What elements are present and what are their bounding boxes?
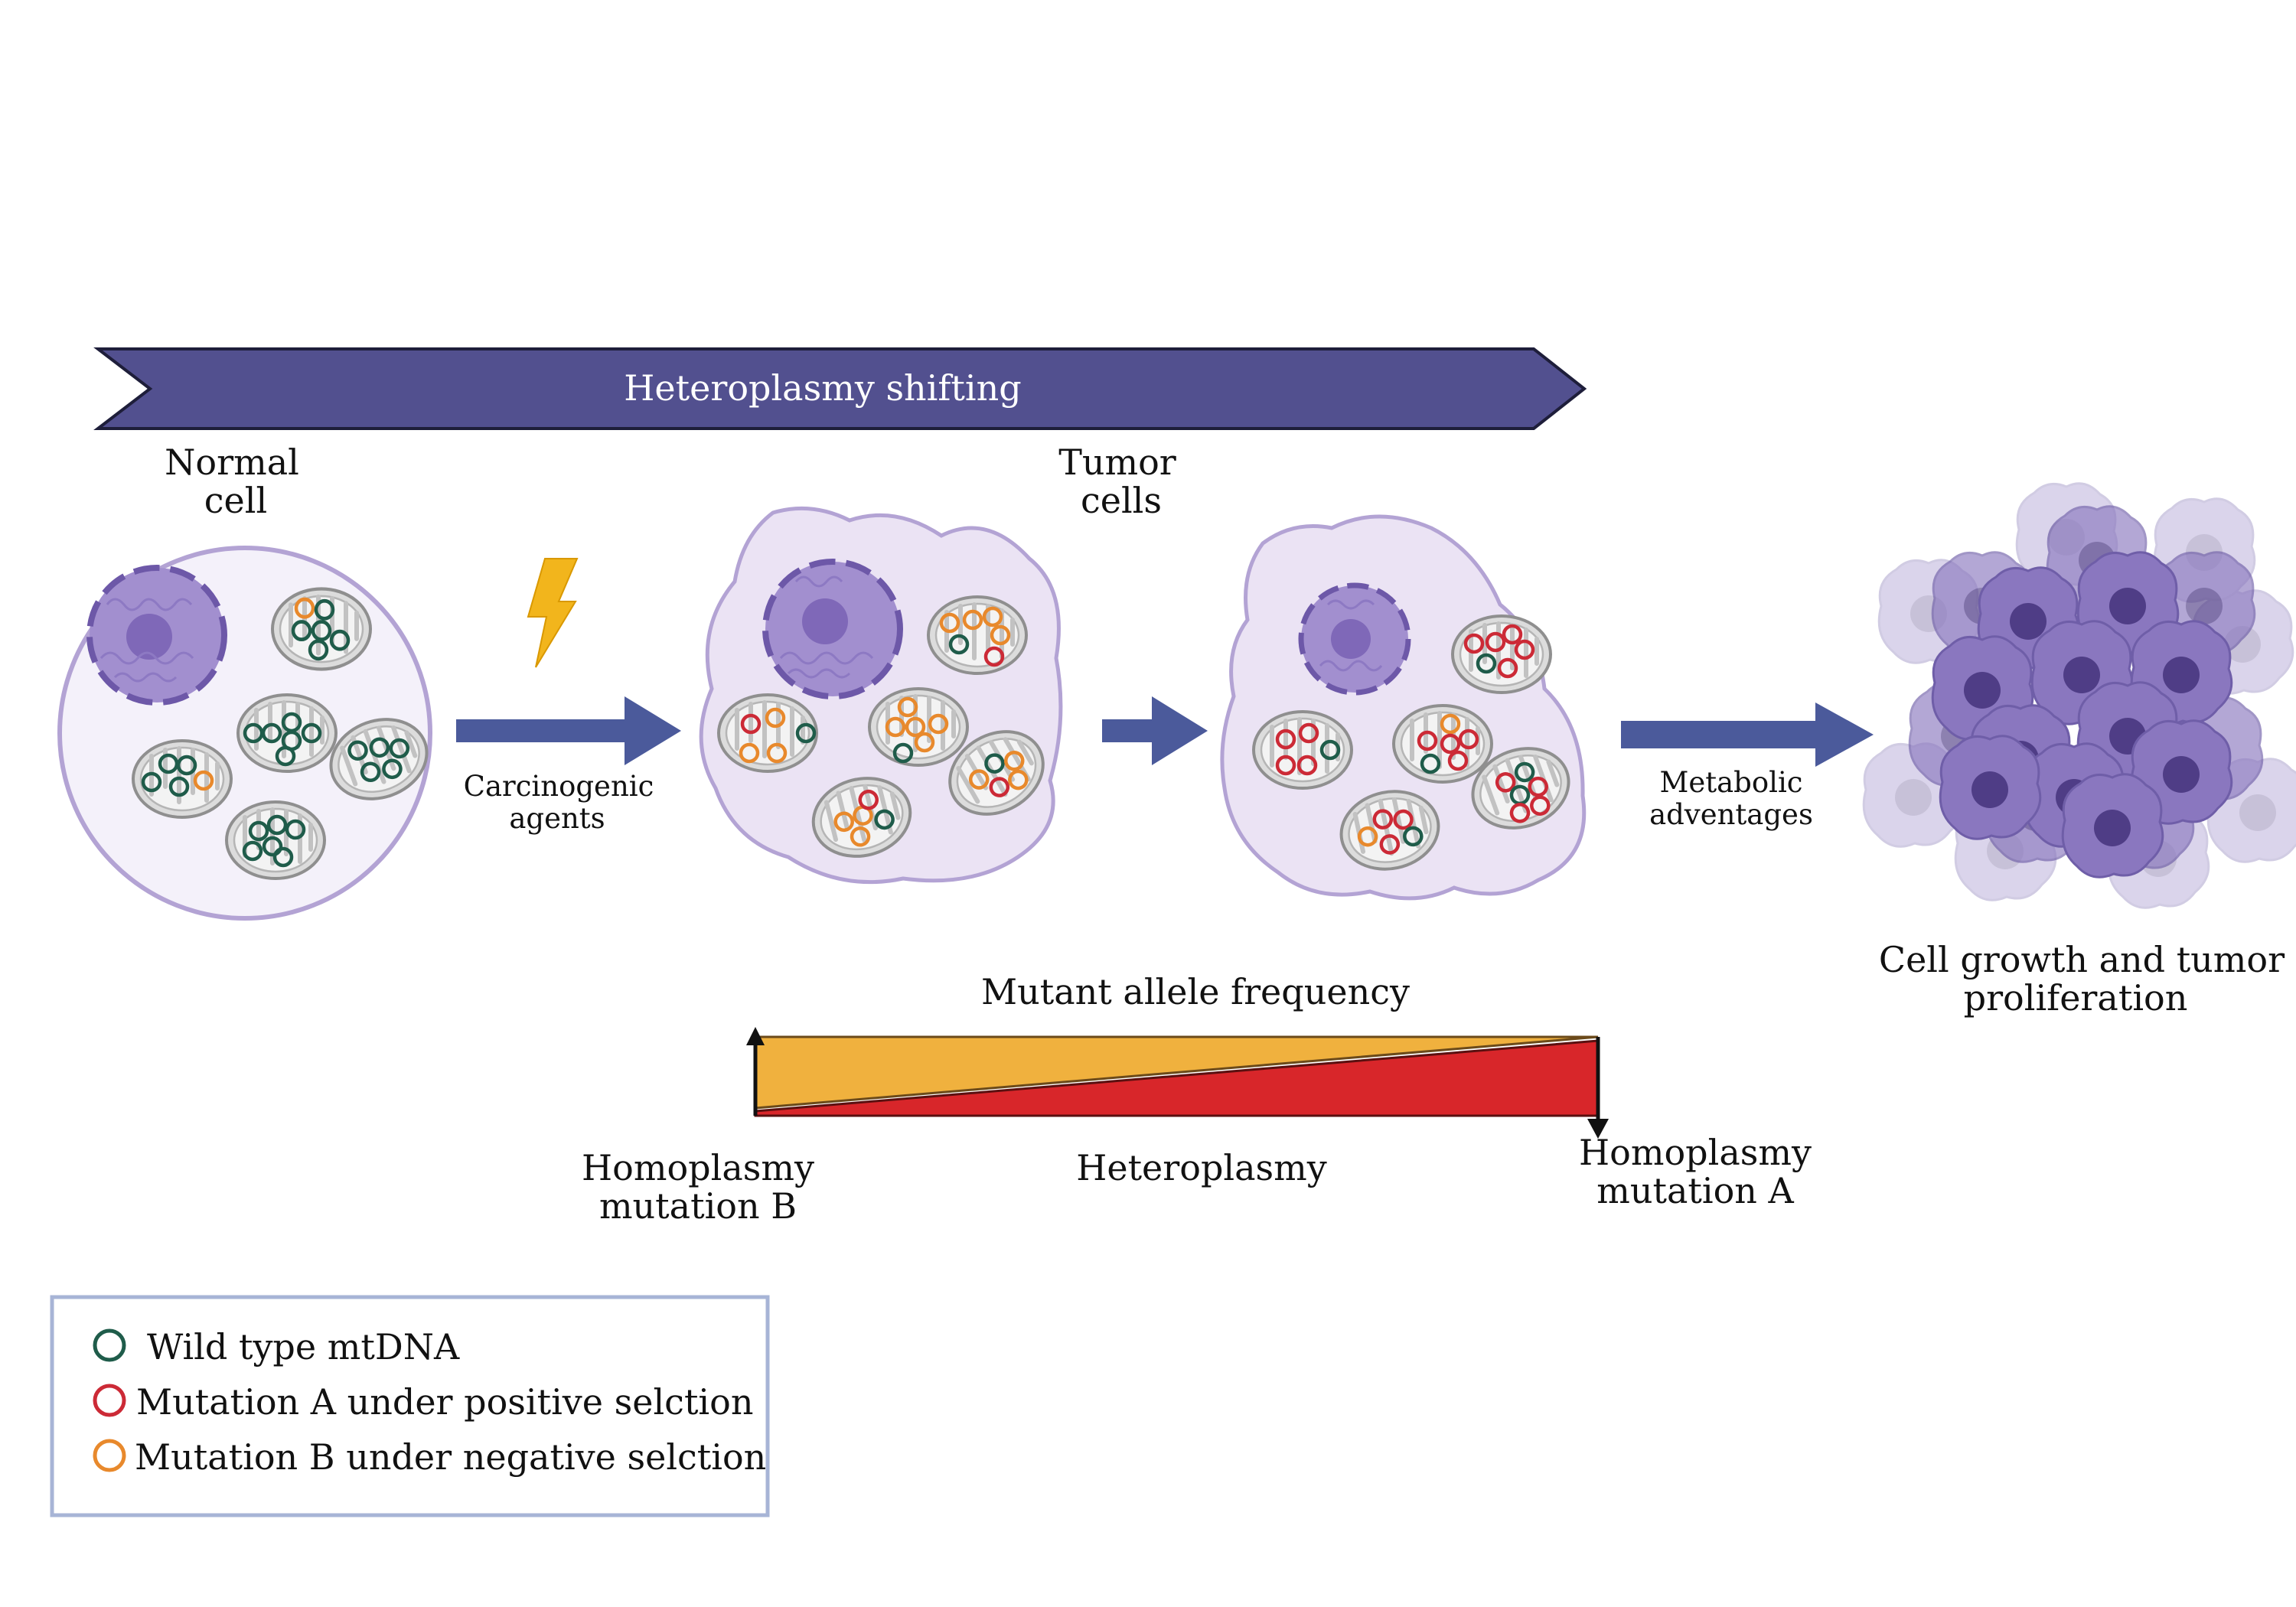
mitochondrion: [238, 695, 336, 771]
legend-label-mutation-a: Mutation A under positive selction: [136, 1381, 753, 1423]
heteroplasmy-banner: Heteroplasmy shifting: [93, 347, 1587, 430]
homoplasmy-a-line2: mutation A: [1596, 1170, 1794, 1211]
wild-type-ring-icon: [93, 1328, 126, 1362]
homoplasmy-b-line2: mutation B: [599, 1185, 797, 1227]
legend-item-mutation-a: Mutation A under positive selction: [93, 1381, 753, 1423]
normal-cell-label-line1: Normal: [165, 442, 299, 483]
banner-label: Heteroplasmy shifting: [624, 367, 1021, 409]
mutation-b-ring-icon: [93, 1439, 126, 1472]
metabolic-label-line2: adventages: [1649, 798, 1813, 831]
up-arrow-icon: [746, 1027, 765, 1045]
mitochondrion: [869, 689, 967, 765]
normal-cell-nucleus: [86, 565, 227, 706]
mitochondrion: [1394, 706, 1492, 782]
arrow-carcinogenic: [456, 696, 681, 765]
legend-item-wild-type: Wild type mtDNA: [93, 1326, 460, 1367]
tumor-cells-label-line2: cells: [1081, 480, 1162, 521]
legend-item-mutation-b: Mutation B under negative selction: [93, 1436, 766, 1478]
legend-box: [50, 1295, 770, 1517]
legend-label-wild-type: Wild type mtDNA: [147, 1326, 460, 1367]
normal-cell-label-line2: cell: [204, 480, 267, 521]
tumor-cells-label-line1: Tumor: [1058, 442, 1176, 483]
homoplasmy-a-line1: Homoplasmy: [1579, 1132, 1812, 1173]
down-arrow-icon: [1587, 1119, 1609, 1139]
arrow-metabolic: [1621, 702, 1874, 767]
lightning-bolt-icon: [527, 558, 579, 668]
mitochondrion: [928, 597, 1026, 673]
outcome-label-line1: Cell growth and tumor: [1879, 939, 2285, 980]
tumor-cell-early-nucleus: [762, 559, 903, 699]
mitochondrion: [1453, 616, 1551, 693]
allele-frequency-bar: [746, 1027, 1609, 1139]
outcome-label-line2: proliferation: [1964, 977, 2188, 1019]
tumor-cell-late-nucleus: [1298, 582, 1411, 696]
normal-cell: Normal cell: [57, 442, 438, 921]
heteroplasmy-label: Heteroplasmy: [1076, 1147, 1327, 1188]
legend-label-mutation-b: Mutation B under negative selction: [135, 1436, 766, 1478]
mutation-a-ring-icon: [93, 1384, 126, 1417]
tumor-cell-late: [1220, 514, 1587, 901]
arrow-progression: [1102, 696, 1208, 765]
mitochondrion: [227, 802, 325, 878]
frequency-title: Mutant allele frequency: [981, 971, 1410, 1012]
mitochondrion: [1254, 712, 1352, 788]
mitochondrion: [133, 741, 231, 817]
carcinogenic-label-line2: agents: [509, 802, 605, 835]
mitochondrion: [719, 695, 817, 771]
metabolic-label-line1: Metabolic: [1659, 766, 1802, 799]
tumor-mass: [1862, 482, 2296, 909]
mitochondrion: [272, 589, 370, 670]
homoplasmy-b-line1: Homoplasmy: [582, 1147, 814, 1188]
carcinogenic-label-line1: Carcinogenic: [464, 770, 654, 803]
tumor-cell-early: [699, 506, 1063, 885]
legend: Wild type mtDNA Mutation A under positiv…: [50, 1295, 770, 1517]
